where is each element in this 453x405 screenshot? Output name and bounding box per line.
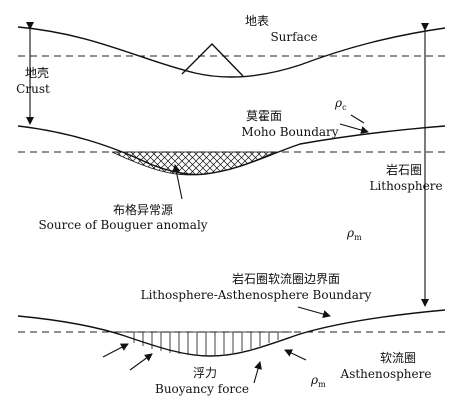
buoyancy-label-en: Buoyancy force bbox=[155, 382, 249, 396]
surface-curve bbox=[17, 26, 446, 78]
asthenosphere-label-en: Asthenosphere bbox=[340, 367, 432, 381]
moho-label-en: Moho Boundary bbox=[241, 125, 338, 139]
bouguer-anomaly-source bbox=[111, 151, 276, 176]
rho-m-lower-main: ρ bbox=[310, 373, 318, 387]
rho-m-symbol: ρm bbox=[346, 226, 362, 242]
lab-label-cn: 岩石圈软流圈边界面 bbox=[232, 271, 340, 286]
lithosphere-label-cn: 岩石圈 bbox=[386, 162, 422, 177]
rho-m-subscript: m bbox=[354, 233, 362, 242]
crust-label-cn: 地壳 bbox=[25, 66, 49, 80]
buoyancy-arrow-right bbox=[284, 349, 307, 361]
bouguer-label-en: Source of Bouguer anomaly bbox=[38, 218, 207, 232]
rho-c-subscript: c bbox=[342, 103, 347, 112]
asthenosphere-label-cn: 软流圈 bbox=[380, 351, 416, 365]
rho-m-lower-symbol: ρm bbox=[310, 373, 326, 389]
buoyancy-label-cn: 浮力 bbox=[193, 366, 217, 380]
lab-pointer-arrow bbox=[297, 306, 331, 318]
rho-m-main: ρ bbox=[346, 226, 354, 240]
rho-c-main: ρ bbox=[334, 96, 342, 110]
rho-c-symbol: ρc bbox=[334, 96, 347, 112]
lab-curve bbox=[17, 309, 446, 357]
rho-c-pointer-line bbox=[350, 114, 365, 124]
crust-label-en: Crust bbox=[16, 82, 50, 96]
surface-label-en: Surface bbox=[270, 30, 317, 44]
bouguer-pointer-arrow bbox=[172, 164, 183, 200]
lab-label-en: Lithosphere-Asthenosphere Boundary bbox=[141, 288, 372, 302]
moho-label-cn: 莫霍面 bbox=[246, 109, 282, 123]
surface-label-cn: 地表 bbox=[245, 14, 269, 28]
buoyancy-arrow-left bbox=[102, 343, 129, 358]
mountain-shape bbox=[181, 43, 244, 77]
moho-pointer-arrow bbox=[339, 123, 369, 134]
buoyancy-region bbox=[120, 331, 292, 355]
rho-m-lower-subscript: m bbox=[318, 380, 326, 389]
lithosphere-label-en: Lithosphere bbox=[369, 179, 442, 193]
buoyancy-arrow-left-inner bbox=[129, 353, 153, 371]
moho-curve bbox=[17, 125, 446, 176]
bouguer-label-cn: 布格异常源 bbox=[113, 202, 173, 217]
buoyancy-arrow-center bbox=[253, 361, 262, 384]
